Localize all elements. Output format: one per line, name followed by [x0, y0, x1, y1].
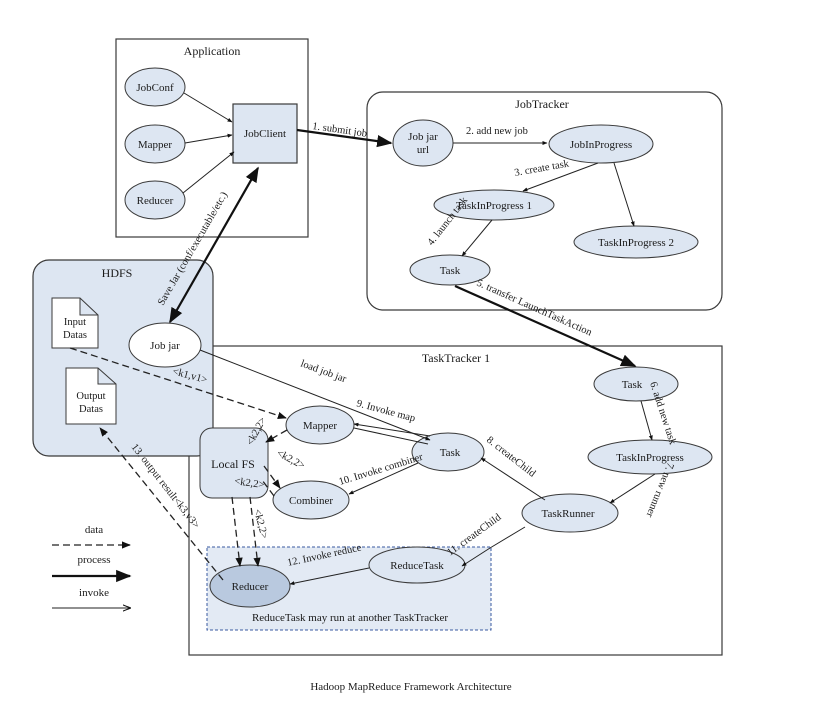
- input-datas-doc: [51, 297, 99, 349]
- jobtracker-title: JobTracker: [515, 97, 569, 111]
- jobinprogress-node: [548, 124, 654, 164]
- jobjar-url-line1: Job jar: [408, 131, 438, 143]
- tt-task-node: [593, 366, 679, 402]
- legend-process-label: process: [78, 554, 111, 566]
- edge-submit-job: [296, 128, 393, 148]
- tt-mapper-label: Mapper: [303, 420, 338, 432]
- legend-data-label: data: [85, 524, 103, 536]
- edge-load-job-jar: [199, 349, 431, 441]
- edge-create-child-8: [480, 457, 546, 501]
- edge-invoke-map: [353, 422, 431, 437]
- diagram-caption: Hadoop MapReduce Framework Architecture: [310, 681, 511, 693]
- input-datas-line2: Datas: [63, 330, 87, 341]
- reduce-note: ReduceTask may run at another TaskTracke…: [252, 612, 448, 624]
- tt-reducer-label: Reducer: [232, 581, 269, 593]
- edge-new-runner: [609, 473, 656, 504]
- taskinprogress2-label: TaskInProgress 2: [598, 237, 674, 249]
- combiner-label: Combiner: [289, 495, 333, 507]
- application-title: Application: [184, 44, 241, 58]
- app-mapper-label: Mapper: [138, 139, 173, 151]
- map-task-node: [411, 432, 485, 472]
- tasktracker-title: TaskTracker 1: [422, 351, 490, 365]
- legend-invoke-label: invoke: [79, 587, 109, 599]
- edge-input-mapper: [69, 347, 287, 419]
- jobinprogress-label: JobInProgress: [570, 139, 632, 151]
- jobjar-url-node: [392, 119, 454, 167]
- edge-map-back: [353, 427, 429, 445]
- reducetask-label: ReduceTask: [390, 560, 444, 572]
- edge-jip-tip2: [613, 162, 635, 227]
- taskinprogress2-node: [573, 225, 699, 259]
- edge-invoke-combiner: [348, 462, 419, 495]
- jobjar-url-line2: url: [417, 144, 429, 156]
- jt-task-label: Task: [440, 265, 461, 277]
- tt-jobjar-node: [128, 322, 202, 368]
- taskinprogress1-node: [433, 189, 555, 221]
- local-fs-label: Local FS: [211, 457, 255, 471]
- output-datas-doc: [65, 367, 117, 425]
- app-reducer-label: Reducer: [137, 195, 174, 207]
- edge-save-jar: [169, 166, 259, 324]
- edge-create-task: [522, 162, 599, 192]
- edge-localfs-reducer-b: [249, 496, 261, 567]
- taskrunner-node: [521, 493, 619, 533]
- jt-task-node: [409, 254, 491, 286]
- jobconf-label: JobConf: [136, 82, 174, 94]
- output-datas-line1: Output: [76, 391, 105, 402]
- input-datas-line1: Input: [64, 317, 86, 328]
- tt-jobjar-label: Job jar: [150, 340, 180, 352]
- output-datas-line2: Datas: [79, 404, 103, 415]
- map-task-label: Task: [440, 447, 461, 459]
- hdfs-title: HDFS: [102, 266, 133, 280]
- label-k22-c: <k2,2>: [234, 476, 266, 491]
- edge-launch-task: [461, 219, 493, 257]
- label-add-new-job: 2. add new job: [466, 126, 528, 137]
- edge-mapper-localfs: [265, 429, 288, 443]
- taskrunner-label: TaskRunner: [542, 508, 595, 520]
- jobclient-label: JobClient: [244, 128, 286, 140]
- edge-add-new-task: [640, 400, 653, 441]
- edge-jobconf-jobclient: [183, 92, 233, 123]
- local-fs-box: [199, 427, 269, 499]
- taskinprogress1-label: TaskInProgress 1: [456, 200, 532, 212]
- tt-taskinprogress-label: TaskInProgress: [616, 452, 684, 464]
- edge-mapper-jobclient: [184, 133, 233, 144]
- tt-task-label: Task: [622, 379, 643, 391]
- tt-reducer-node: [209, 564, 291, 608]
- edge-invoke-reduce: [289, 567, 370, 586]
- edge-transfer-launch: [454, 284, 637, 368]
- jobconf-node: [124, 67, 186, 107]
- combiner-node: [272, 480, 350, 520]
- edge-combiner-localfs: [261, 479, 275, 497]
- jobclient-node: [232, 103, 298, 164]
- edge-localfs-combiner: [263, 465, 281, 489]
- edge-localfs-reducer-a: [231, 496, 243, 567]
- edge-create-child-11: [461, 526, 526, 567]
- app-mapper-node: [124, 124, 186, 164]
